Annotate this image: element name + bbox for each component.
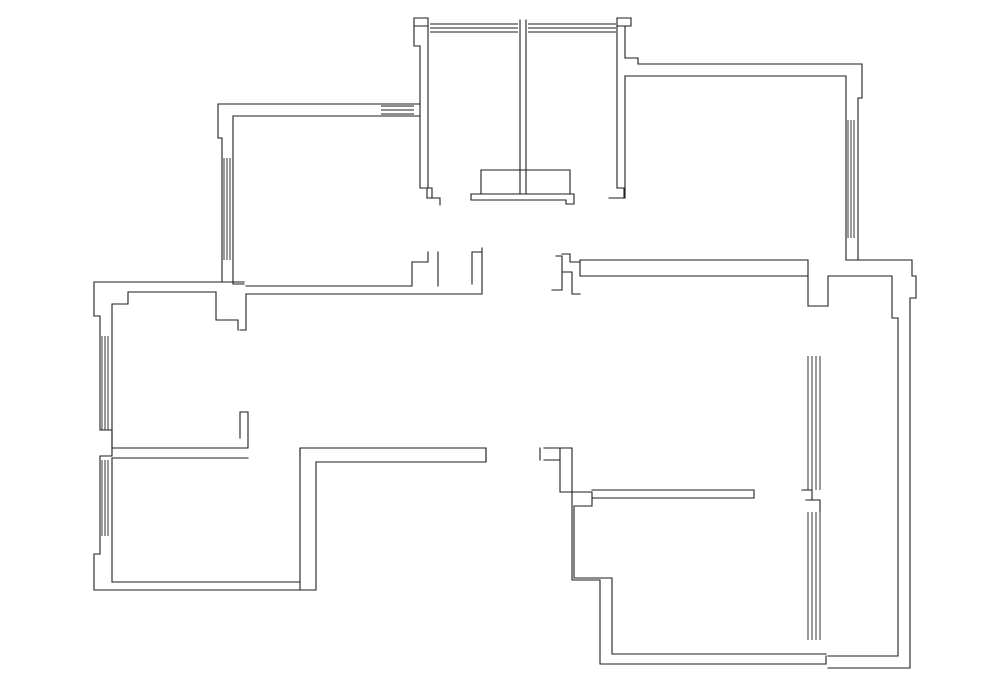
top-left-room-outer [217, 103, 421, 283]
left-window-upper [101, 336, 109, 430]
right-column-window-upper [807, 356, 821, 490]
bottom-left-room-jamb [299, 447, 487, 463]
top-left-room-window [223, 158, 231, 260]
bottom-left-room-top-wall [299, 447, 487, 591]
top-center-room-right-inner [608, 25, 625, 199]
bottom-left-room [299, 447, 487, 591]
top-left-room-bottom-wall [245, 247, 483, 295]
left-window-lower [101, 460, 109, 536]
top-left-room-vent [381, 105, 414, 115]
right-column-mid-jamb [801, 489, 821, 513]
top-right-room-bottom-wall [579, 259, 809, 277]
right-column [801, 259, 917, 669]
top-left-room [217, 103, 483, 295]
left-corner-notch [215, 291, 247, 331]
top-center-bench [470, 169, 575, 205]
left-inner-wall [111, 291, 301, 583]
top-center-room [413, 17, 639, 206]
top-left-room-inner [232, 115, 421, 285]
bottom-right-room-left-inner [543, 447, 575, 493]
right-outer-wall [827, 259, 917, 669]
top-center-room-left-wall [413, 17, 441, 206]
top-right-room [551, 63, 863, 295]
top-right-room-window [847, 120, 855, 238]
top-center-divider [519, 19, 527, 195]
top-right-room-inner [624, 75, 847, 261]
right-column-window-lower [807, 512, 821, 640]
top-right-door-jamb [551, 253, 581, 295]
top-window-left [430, 23, 518, 33]
bottom-right-room [539, 447, 827, 665]
right-inner-wall [807, 275, 899, 657]
left-column [93, 281, 301, 591]
left-outer-wall [93, 281, 301, 591]
bottom-right-room-inner [573, 491, 827, 655]
top-right-room-outer [637, 63, 863, 261]
bottom-right-room-left-wall [543, 447, 827, 665]
top-center-room-right-wall [616, 17, 639, 65]
bottom-right-room-shelf [591, 489, 755, 499]
top-center-room-left-inner [427, 25, 433, 199]
top-window-right [528, 23, 616, 33]
top-window [430, 23, 616, 33]
